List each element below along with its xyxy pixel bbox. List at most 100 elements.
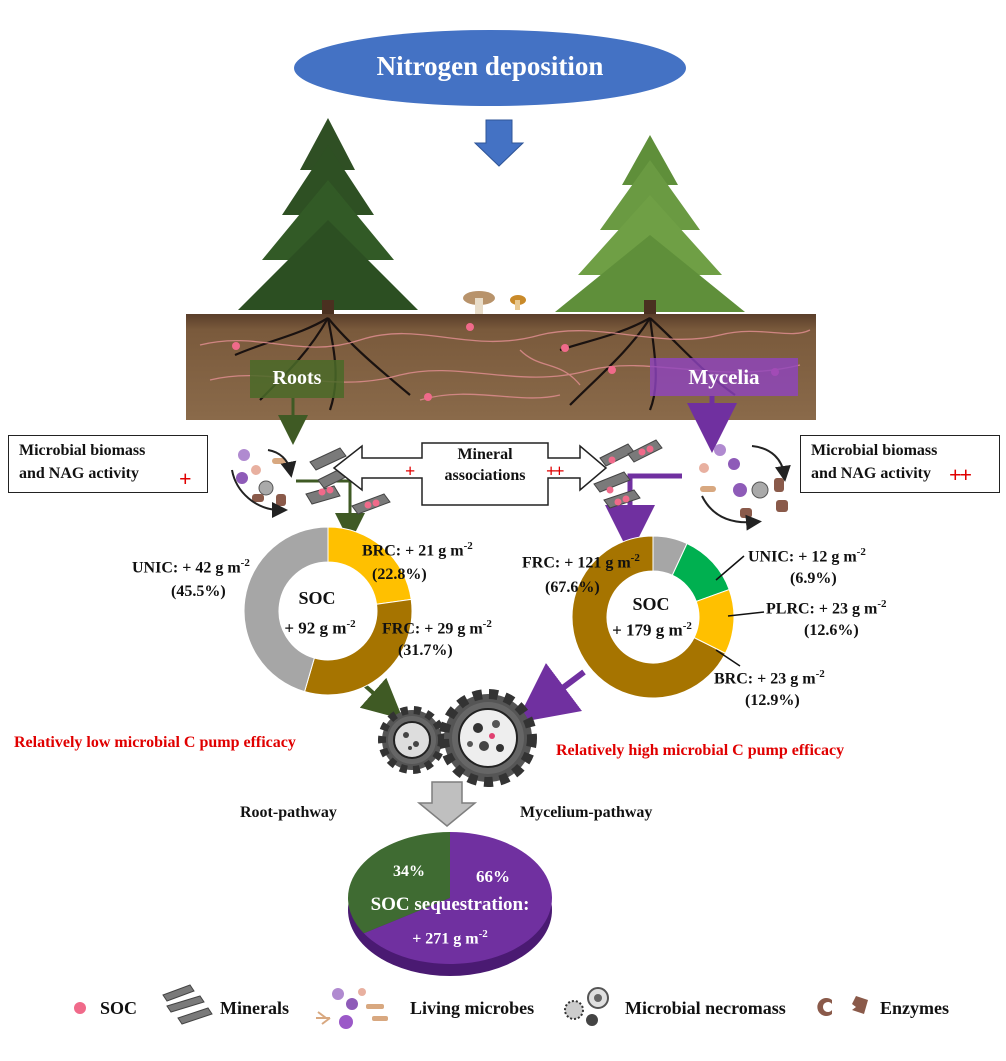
pie-root-pathway-slice xyxy=(348,832,450,934)
unit-exponent: -2 xyxy=(682,620,692,632)
microbial-right-line2: and NAG activity xyxy=(811,465,931,482)
left-tree-icon xyxy=(238,118,418,320)
soc-dots-in-soil xyxy=(232,323,779,401)
small-gear-icon xyxy=(378,706,446,774)
microbial-left-line2: and NAG activity xyxy=(19,465,139,482)
left-frc-value: FRC: + 29 g m xyxy=(382,620,483,638)
deposition-arrow-icon xyxy=(473,119,525,167)
right-mineral-soc-dots xyxy=(606,445,654,506)
legend-necromass-label: Microbial necromass xyxy=(625,998,786,1018)
title-ellipse xyxy=(294,30,686,106)
sequestration-pie-chart xyxy=(348,832,552,976)
pie-mycelium-pathway-slice xyxy=(363,832,552,965)
living-microbes-icon xyxy=(316,988,388,1029)
mineral-associations-line2: associations xyxy=(444,467,526,484)
microbial-left-sign: + xyxy=(179,466,192,491)
low-efficacy-text: Relatively low microbial C pump efficacy xyxy=(14,734,296,751)
left-unic-value: UNIC: + 42 g m xyxy=(132,559,241,577)
unit-exponent: -2 xyxy=(856,546,866,558)
right-tree-icon xyxy=(555,135,745,320)
unit-exponent: -2 xyxy=(482,618,492,630)
microbial-right-box: Microbial biomass and NAG activity ++ xyxy=(800,435,1000,493)
right-plrc-label: PLRC: + 23 g m-2 xyxy=(766,598,887,618)
right-donut-center-line2: + 179 g m-2 xyxy=(602,620,702,641)
unit-exponent: -2 xyxy=(346,618,356,630)
left-brc-value: BRC: + 21 g m xyxy=(362,542,464,560)
unit-exponent: -2 xyxy=(463,540,473,552)
left-frc-pct: (31.7%) xyxy=(398,642,453,659)
soc-dot-icon xyxy=(74,1002,86,1014)
right-frc-label: FRC: + 121 g m-2 xyxy=(522,552,640,572)
right-donut-frc-slice xyxy=(571,535,727,699)
mycelium-share-label: 66% xyxy=(476,867,510,886)
left-donut-frc-slice xyxy=(303,598,413,696)
right-donut-chart xyxy=(571,535,735,699)
unit-exponent: -2 xyxy=(240,557,250,569)
large-gear-icon xyxy=(439,689,537,787)
legend-minerals-label: Minerals xyxy=(220,998,289,1018)
high-efficacy-text: Relatively high microbial C pump efficac… xyxy=(556,742,845,759)
mycelia-to-donut-arrow xyxy=(605,473,682,555)
microbial-left-box: Microbial biomass and NAG activity + xyxy=(8,435,208,493)
legend-enzymes-label: Enzymes xyxy=(880,998,949,1018)
soc-sequestration-total: + 271 g m xyxy=(412,930,479,948)
left-donut-center-line2: + 92 g m-2 xyxy=(278,618,362,639)
unic-leader-line xyxy=(715,555,745,581)
left-frc-label: FRC: + 29 g m-2 xyxy=(382,618,492,638)
right-donut-center-line1: SOC xyxy=(632,594,670,614)
unit-exponent: -2 xyxy=(877,598,887,610)
brc-leader-line xyxy=(715,649,741,667)
mineral-left-sign: + xyxy=(405,461,416,481)
left-unic-pct: (45.5%) xyxy=(171,583,226,600)
soc-sequestration-value: + 271 g m-2 xyxy=(380,928,520,948)
mineral-associations-line1: Mineral xyxy=(457,446,513,463)
roots-label: Roots xyxy=(272,367,322,389)
right-microbes-icon xyxy=(699,444,791,531)
left-unic-label: UNIC: + 42 g m-2 xyxy=(132,557,250,577)
soc-sequestration-label: SOC sequestration: xyxy=(370,894,530,915)
microbial-right-line1: Microbial biomass xyxy=(811,442,938,459)
right-donut-total: + 179 g m xyxy=(612,620,683,640)
sequestration-arrow-icon xyxy=(416,781,478,827)
right-brc-pct: (12.9%) xyxy=(745,692,800,709)
left-donut-center-line1: SOC xyxy=(298,588,336,608)
right-donut-to-gear-arrow xyxy=(516,663,586,723)
left-donut-unic-slice xyxy=(243,526,329,693)
page-title: Nitrogen deposition xyxy=(376,51,604,81)
microbial-right-sign: ++ xyxy=(949,462,972,487)
microbial-left-line1: Microbial biomass xyxy=(19,442,146,459)
right-unic-pct: (6.9%) xyxy=(790,570,837,587)
left-brc-label: BRC: + 21 g m-2 xyxy=(362,540,473,560)
mycelia-label: Mycelia xyxy=(688,365,760,389)
unit-exponent: -2 xyxy=(630,552,640,564)
right-brc-value: BRC: + 23 g m xyxy=(714,670,816,688)
necromass-icon xyxy=(564,987,609,1026)
right-frc-pct: (67.6%) xyxy=(545,579,600,596)
right-unic-label: UNIC: + 12 g m-2 xyxy=(748,546,866,566)
left-donut-to-gear-arrow xyxy=(359,677,403,720)
plrc-leader-line xyxy=(727,611,765,617)
left-microbes-icon xyxy=(231,449,297,518)
mineral-associations-arrow xyxy=(332,442,608,506)
left-donut-chart xyxy=(243,526,413,696)
root-pathway-label: Root-pathway xyxy=(240,804,337,821)
right-frc-value: FRC: + 121 g m xyxy=(522,554,631,572)
enzymes-icon xyxy=(817,996,868,1016)
right-plrc-pct: (12.6%) xyxy=(804,622,859,639)
legend-soc-label: SOC xyxy=(100,998,138,1018)
left-brc-pct: (22.8%) xyxy=(372,566,427,583)
right-unic-value: UNIC: + 12 g m xyxy=(748,548,857,566)
mycelia-label-box xyxy=(650,358,798,396)
left-donut-total: + 92 g m xyxy=(284,618,347,638)
roots-to-donut-arrow xyxy=(296,479,365,543)
right-brc-label: BRC: + 23 g m-2 xyxy=(714,668,825,688)
mycelium-pathway-label: Mycelium-pathway xyxy=(520,804,653,821)
unit-exponent: -2 xyxy=(815,668,825,680)
legend-living-microbes-label: Living microbes xyxy=(410,998,535,1018)
mineral-right-sign: ++ xyxy=(546,461,564,481)
left-mineral-soc-dots xyxy=(318,486,380,509)
right-plrc-value: PLRC: + 23 g m xyxy=(766,600,878,618)
unit-exponent: -2 xyxy=(478,928,488,940)
roots-label-box xyxy=(250,360,344,398)
